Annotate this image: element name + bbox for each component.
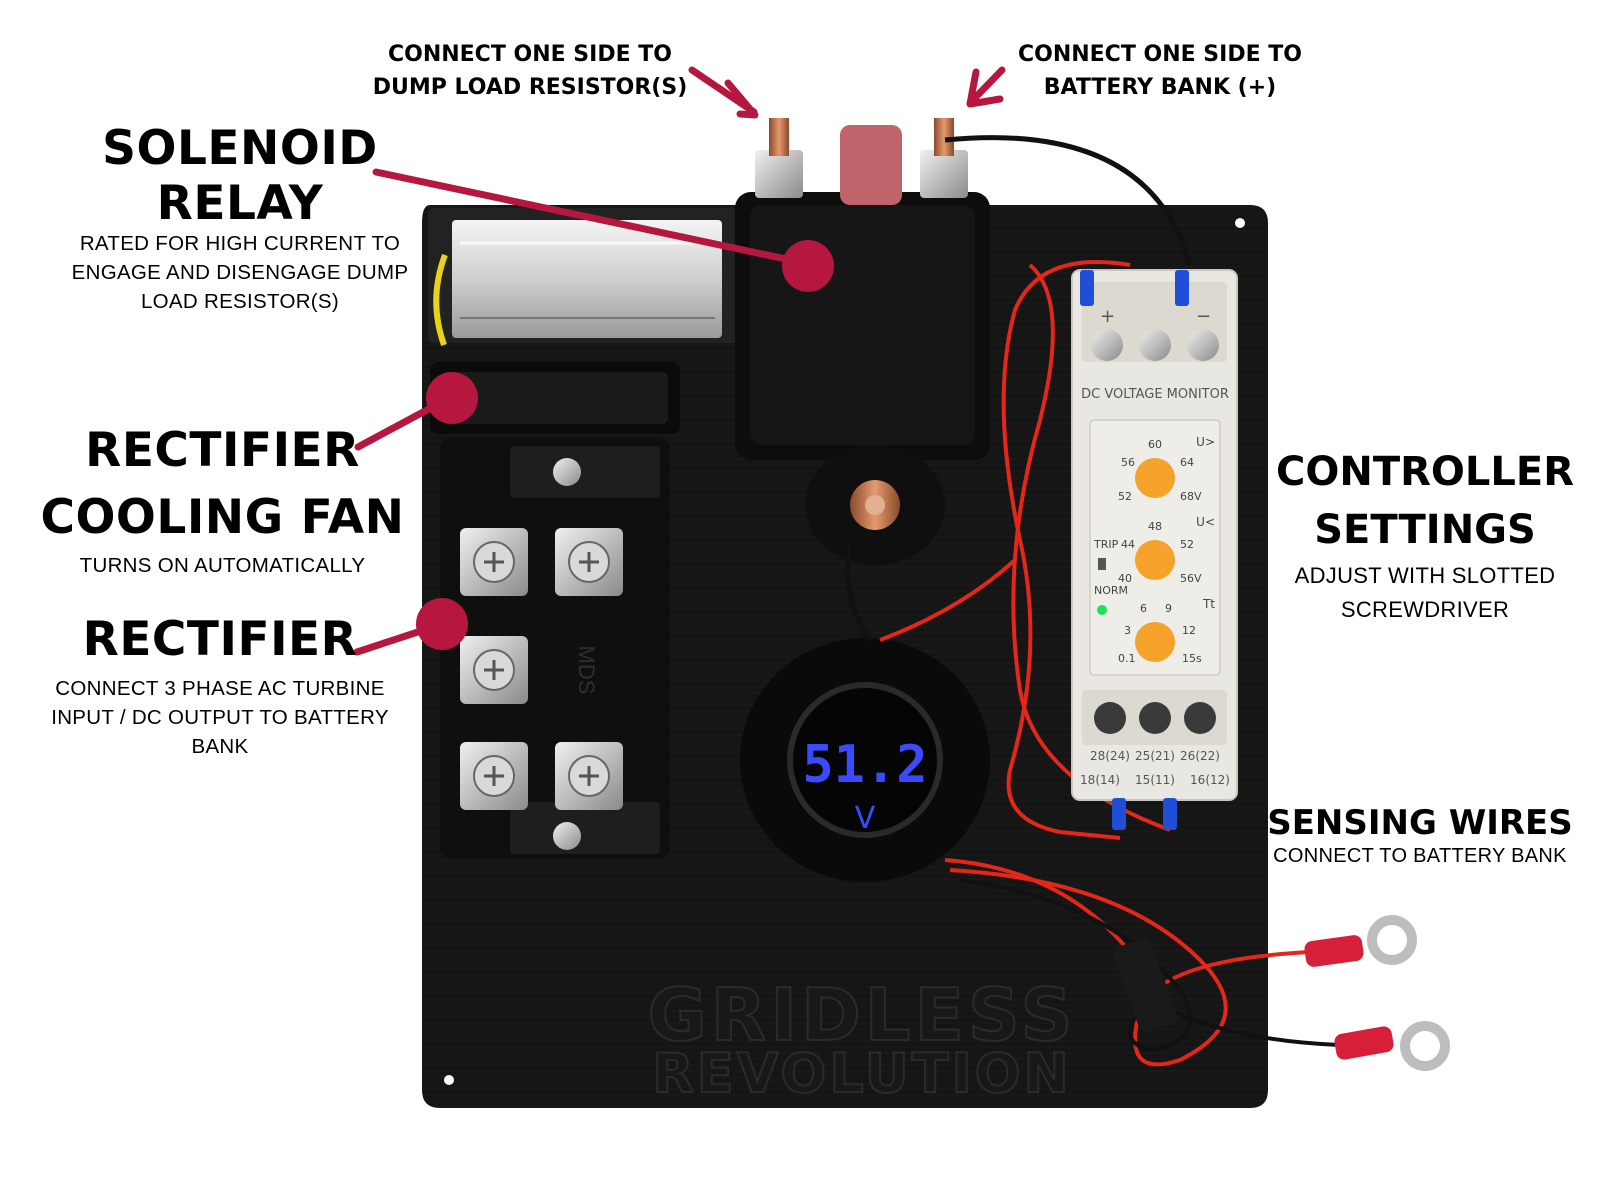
dial-upper-tick-2: 60	[1148, 438, 1162, 451]
rectifier-title-line: RECTIFIER	[82, 612, 358, 667]
trip-indicator-label: TRIP	[1093, 538, 1119, 551]
cooling-fan-title: RECTIFIER COOLING FAN	[20, 418, 425, 551]
battery-bank-arrow	[966, 66, 1006, 108]
controller-settings-title-line2: SETTINGS	[1314, 507, 1536, 553]
rectifier-screw-terminals	[460, 528, 623, 810]
solenoid-pointer-dot	[782, 240, 834, 292]
battery-bank-callout-line2: BATTERY BANK (+)	[1043, 75, 1277, 100]
dial-time-tick-1: 6	[1140, 602, 1147, 615]
dial-time-tick-4: 12	[1182, 624, 1196, 637]
dial-upper-tick-4: 52	[1118, 490, 1132, 503]
rectifier-description: CONNECT 3 PHASE AC TURBINE INPUT / DC OU…	[30, 674, 410, 761]
dial-upper-label: U>	[1196, 435, 1215, 449]
battery-wire-black	[944, 135, 1193, 266]
cooling-fan-callout: RECTIFIER COOLING FAN TURNS ON AUTOMATIC…	[20, 418, 425, 581]
dial-lower-tick-5: 56V	[1180, 572, 1202, 585]
bottom-terminal-label-6: 16(12)	[1190, 773, 1230, 787]
sensing-wire-bundle	[949, 868, 1341, 1067]
bottom-terminal-label-4: 18(14)	[1080, 773, 1120, 787]
dump-load-callout-line1: CONNECT ONE SIDE TO	[387, 42, 672, 67]
monitor-terminal-plus: +	[1100, 306, 1115, 327]
dial-upper-tick-5: 68V	[1180, 490, 1202, 503]
rectifier-desc-line2: INPUT / DC OUTPUT TO BATTERY	[51, 705, 389, 729]
solenoid-relay-title: SOLENOID RELAY	[40, 121, 440, 231]
norm-indicator-label: NORM	[1094, 584, 1128, 597]
solenoid-relay-description: RATED FOR HIGH CURRENT TO ENGAGE AND DIS…	[40, 229, 440, 316]
rectifier-title: RECTIFIER	[30, 612, 410, 668]
battery-bank-callout-line1: CONNECT ONE SIDE TO	[1017, 42, 1302, 67]
voltmeter	[740, 638, 990, 882]
dial-lower-tick-2: 48	[1148, 520, 1162, 533]
mount-hole-bottom-left	[444, 1075, 454, 1085]
dial-time-tick-5: 0.1	[1118, 652, 1136, 665]
rectifier-cooling-fan	[430, 362, 680, 434]
dump-load-arrow	[688, 66, 759, 119]
rectifier-desc-line3: BANK	[191, 734, 249, 758]
mount-hole-top-right	[1235, 218, 1245, 228]
dial-time-label: Tt	[1202, 597, 1215, 611]
bottom-terminal-label-5: 15(11)	[1135, 773, 1175, 787]
solenoid-relay-callout: SOLENOID RELAY RATED FOR HIGH CURRENT TO…	[40, 121, 440, 316]
ring-terminal-lower	[1334, 1021, 1450, 1071]
sensing-wires-title: SENSING WIRES	[1250, 803, 1590, 843]
bottom-terminal-label-1: 28(24)	[1090, 749, 1130, 763]
controller-settings-desc-line2: SCREWDRIVER	[1340, 597, 1510, 623]
dial-lower-tick-3: 52	[1180, 538, 1194, 551]
sensing-wires-title-line: SENSING WIRES	[1267, 803, 1573, 843]
monitor-terminal-minus: −	[1196, 306, 1211, 327]
sensing-wires-callout: SENSING WIRES CONNECT TO BATTERY BANK	[1250, 803, 1590, 871]
solenoid-relay-title-line1: SOLENOID	[102, 121, 378, 176]
voltmeter-unit: V	[855, 801, 876, 836]
fan-pointer-dot	[426, 372, 478, 424]
controller-settings-description: ADJUST WITH SLOTTED SCREWDRIVER	[1265, 559, 1585, 627]
dial-lower-tick-4: 40	[1118, 572, 1132, 585]
solenoid-relay	[735, 118, 990, 460]
battery-bank-callout: CONNECT ONE SIDE TO BATTERY BANK (+)	[1010, 38, 1310, 104]
brand-logo-revolution: REVOLUTION	[652, 1042, 1072, 1105]
cooling-fan-desc: TURNS ON AUTOMATICALLY	[79, 554, 366, 578]
controller-settings-callout: CONTROLLER SETTINGS ADJUST WITH SLOTTED …	[1265, 443, 1585, 627]
relay-base-mount	[805, 445, 945, 565]
solenoid-relay-title-line2: RELAY	[156, 175, 324, 231]
solenoid-relay-desc-line1: RATED FOR HIGH CURRENT TO	[79, 232, 401, 256]
cooling-fan-title-line2: COOLING FAN	[40, 489, 405, 545]
rectifier-desc-line1: CONNECT 3 PHASE AC TURBINE	[55, 676, 385, 700]
controller-settings-desc-line1: ADJUST WITH SLOTTED	[1294, 563, 1556, 588]
rectifier-pointer-dot	[416, 598, 468, 650]
dial-time-tick-6: 15s	[1182, 652, 1202, 665]
dial-lower-label: U<	[1196, 515, 1215, 529]
bottom-terminal-label-2: 25(21)	[1135, 749, 1175, 763]
sensing-wires-description: CONNECT TO BATTERY BANK	[1250, 842, 1590, 870]
cooling-fan-title-line1: RECTIFIER	[85, 423, 360, 478]
fan-pointer-line	[354, 399, 444, 451]
ring-terminal-upper	[1304, 915, 1417, 967]
brand-logo-gridless: GRIDLESS	[648, 973, 1077, 1057]
dial-upper-tick-1: 56	[1121, 456, 1135, 469]
dial-time-tick-3: 3	[1124, 624, 1131, 637]
dial-time-tick-2: 9	[1165, 602, 1172, 615]
controller-settings-title: CONTROLLER SETTINGS	[1265, 443, 1585, 559]
bottom-terminal-label-3: 26(22)	[1180, 749, 1220, 763]
controller-settings-title-line1: CONTROLLER	[1275, 449, 1575, 495]
cooling-fan-description: TURNS ON AUTOMATICALLY	[20, 551, 425, 580]
solenoid-relay-desc-line3: LOAD RESISTOR(S)	[140, 290, 340, 314]
rectifier-mark: MDS	[574, 646, 599, 695]
dc-voltage-monitor	[1071, 269, 1238, 830]
dial-lower-tick-1: 44	[1121, 538, 1135, 551]
rectifier-callout: RECTIFIER CONNECT 3 PHASE AC TURBINE INP…	[30, 612, 410, 761]
solenoid-relay-desc-line2: ENGAGE AND DISENGAGE DUMP	[71, 261, 409, 285]
monitor-title: DC VOLTAGE MONITOR	[1081, 387, 1229, 402]
dump-load-callout-line2: DUMP LOAD RESISTOR(S)	[372, 75, 688, 100]
dump-load-callout: CONNECT ONE SIDE TO DUMP LOAD RESISTOR(S…	[365, 38, 695, 104]
dial-upper-tick-3: 64	[1180, 456, 1194, 469]
dump-load-resistor	[428, 208, 744, 347]
solenoid-pointer-line	[372, 168, 804, 266]
sensing-wires-desc: CONNECT TO BATTERY BANK	[1273, 845, 1567, 868]
voltmeter-value: 51.2	[802, 735, 927, 795]
relay-to-meter-wire	[845, 539, 873, 642]
